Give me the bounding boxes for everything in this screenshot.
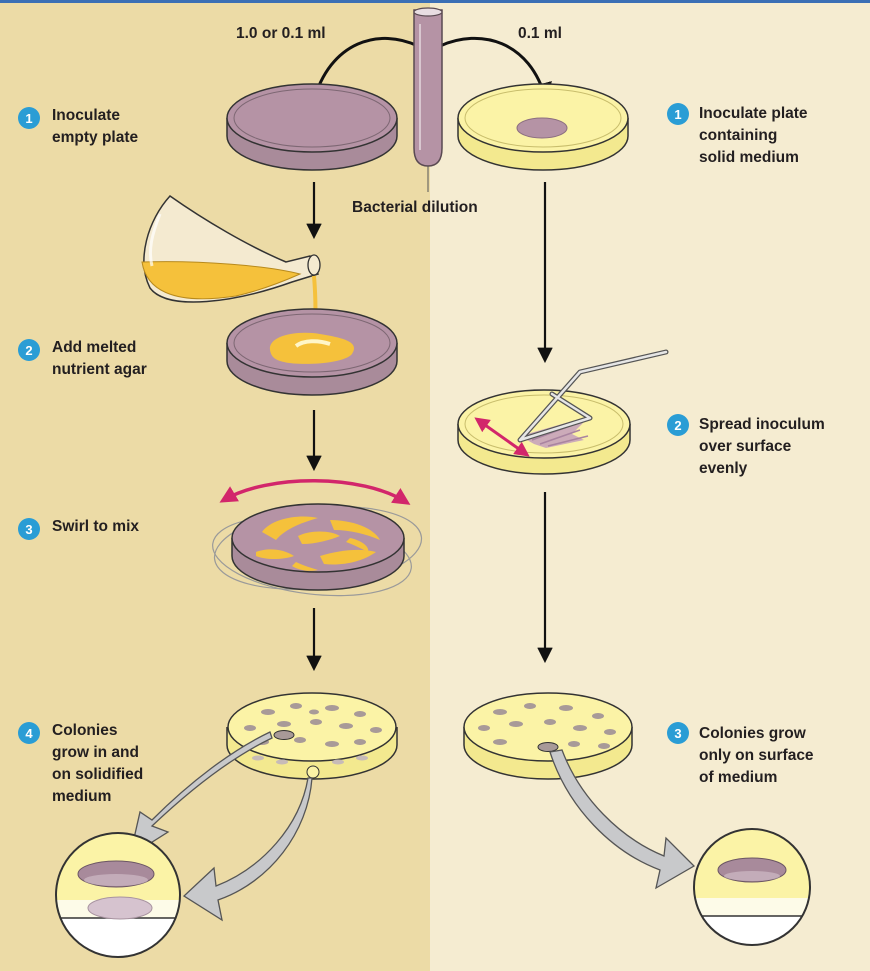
step-label: Colonies grow: [699, 725, 807, 742]
pour-plate-1: [226, 83, 398, 171]
spread-motion-arrow: [474, 417, 530, 457]
step-label: Inoculate: [52, 107, 120, 124]
magnifier-arrow-embedded-left: [182, 777, 313, 922]
spread-plate-1: [457, 83, 629, 171]
step-label: Swirl to mix: [52, 518, 139, 535]
step-label: empty plate: [52, 129, 139, 146]
svg-text:3: 3: [674, 726, 681, 741]
svg-text:4: 4: [25, 726, 33, 741]
transfer-arrow-right: [439, 36, 552, 105]
step-label: of medium: [699, 769, 777, 786]
spread-step-2: 2 Spread inoculum over surface evenly: [667, 414, 825, 477]
svg-text:1: 1: [674, 107, 681, 122]
step-badge: [18, 518, 40, 540]
step-badge: [18, 339, 40, 361]
volume-label-right: 0.1 ml: [518, 25, 562, 42]
svg-text:3: 3: [25, 522, 32, 537]
tube-label: Bacterial dilution: [352, 199, 478, 216]
step-label: over surface: [699, 438, 792, 455]
pour-plate-2: [226, 308, 398, 396]
pour-step-3: 3 Swirl to mix: [18, 518, 139, 540]
step-badge: [667, 414, 689, 436]
inoculum-drop: [516, 117, 568, 139]
spread-step-1: 1 Inoculate plate containing solid mediu…: [667, 103, 808, 166]
svg-text:2: 2: [25, 343, 32, 358]
pour-step-4: 4 Colonies grow in and on solidified med…: [18, 722, 143, 805]
step-label: solid medium: [699, 149, 799, 166]
top-border: [0, 0, 870, 3]
volume-label-left: 1.0 or 0.1 ml: [236, 25, 326, 42]
embedded-colony: [87, 896, 153, 920]
step-badge: [18, 107, 40, 129]
step-badge: [18, 722, 40, 744]
step-label: Spread inoculum: [699, 416, 825, 433]
step-label: grow in and: [52, 744, 139, 761]
pour-plate-3: [212, 503, 423, 597]
magnifier-arrow-right: [549, 749, 696, 890]
step-label: containing: [699, 127, 777, 144]
magnifier-pour-plate: [55, 832, 181, 958]
step-label: Colonies: [52, 722, 117, 739]
step-label: on solidified: [52, 766, 143, 783]
flask-icon: [141, 195, 321, 341]
step-label: medium: [52, 788, 111, 805]
step-label: nutrient agar: [52, 361, 147, 378]
step-label: evenly: [699, 460, 748, 477]
step-label: Inoculate plate: [699, 105, 808, 122]
step-label: Add melted: [52, 339, 136, 356]
melted-agar-pool: [269, 332, 355, 364]
swirl-arrow: [219, 479, 411, 505]
test-tube: [413, 7, 443, 192]
step-label: only on surface: [699, 747, 814, 764]
step-badge: [667, 722, 689, 744]
step-badge: [667, 103, 689, 125]
swirled-agar: [256, 516, 380, 571]
magnifier-spread-plate: [693, 828, 811, 946]
pour-step-1: 1 Inoculate empty plate: [18, 107, 139, 146]
svg-text:2: 2: [674, 418, 681, 433]
spreader-icon: [517, 349, 669, 443]
pour-plate-4: [226, 692, 398, 780]
pour-step-2: 2 Add melted nutrient agar: [18, 339, 147, 378]
spread-step-3: 3 Colonies grow only on surface of mediu…: [667, 722, 814, 786]
spread-plate-3: [463, 692, 633, 780]
svg-text:1: 1: [25, 111, 32, 126]
